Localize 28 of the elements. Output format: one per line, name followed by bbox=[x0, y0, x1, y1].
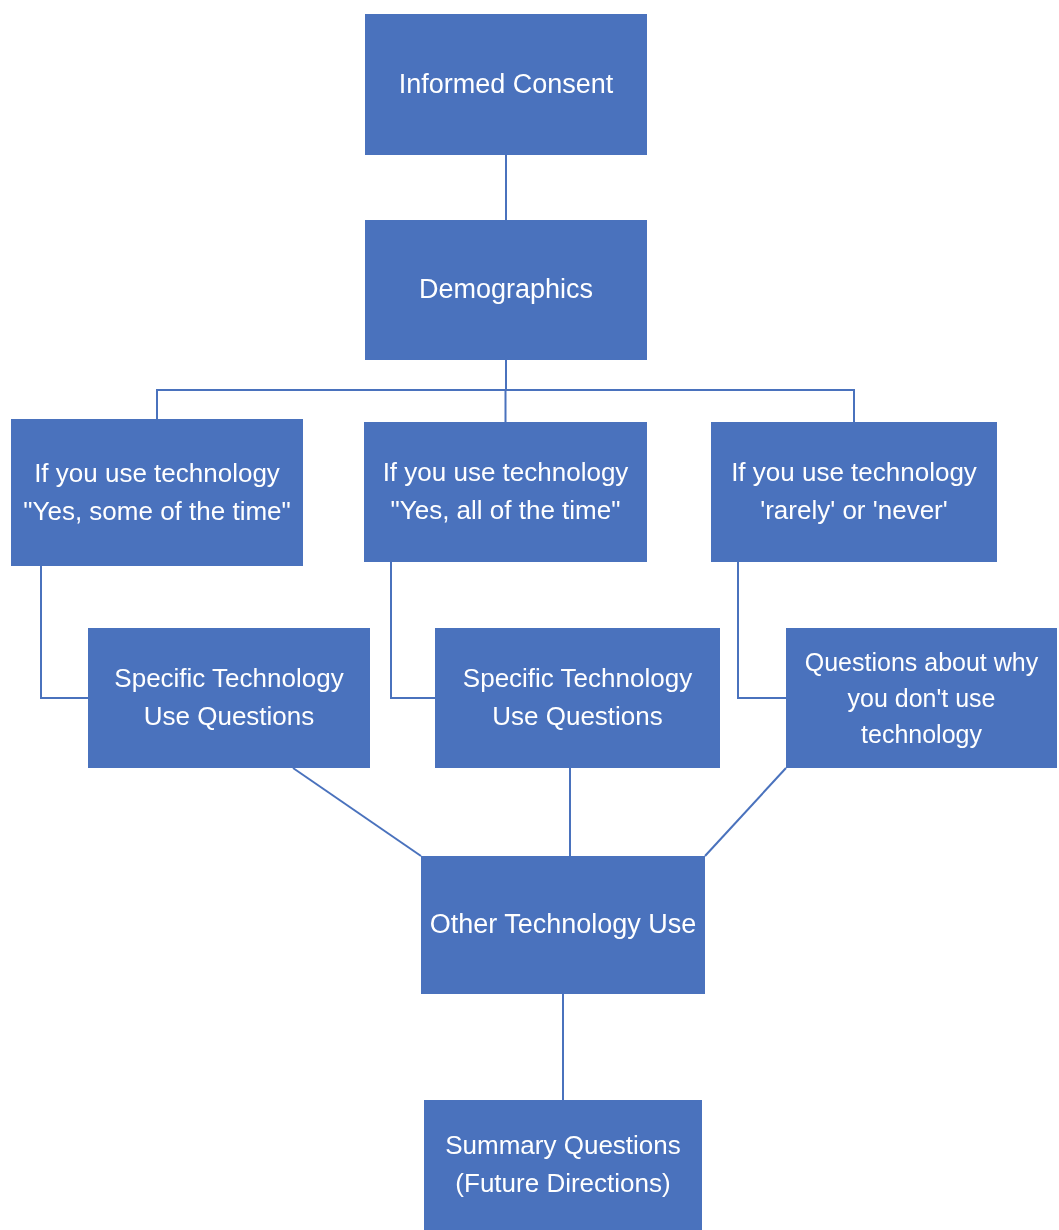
box-label: Specific Technology Use Questions bbox=[113, 662, 345, 733]
connector-line bbox=[737, 561, 787, 699]
box-label: Other Technology Use bbox=[429, 908, 697, 942]
box-label: Informed Consent bbox=[398, 67, 614, 101]
connector-line bbox=[292, 767, 422, 857]
process-box bbox=[365, 14, 647, 155]
process-box bbox=[424, 1100, 702, 1230]
connector-line bbox=[569, 767, 571, 857]
box-label: If you use technology "Yes, some of the time" bbox=[22, 456, 292, 528]
process-box bbox=[88, 628, 370, 768]
connector-line bbox=[40, 565, 89, 699]
process-box bbox=[364, 422, 647, 562]
box-label: If you use technology 'rarely' or 'never' bbox=[730, 456, 978, 527]
process-box bbox=[421, 856, 705, 994]
connector-line bbox=[390, 561, 436, 699]
process-box bbox=[365, 220, 647, 360]
box-label: Demographics bbox=[418, 273, 594, 307]
process-box bbox=[11, 419, 303, 566]
box-label: If you use technology "Yes, all of the time" bbox=[381, 456, 630, 527]
connector-line bbox=[562, 993, 564, 1101]
connector-line bbox=[505, 154, 507, 221]
box-label: Specific Technology Use Questions bbox=[461, 662, 694, 733]
process-box bbox=[435, 628, 720, 768]
connector-line bbox=[704, 767, 787, 857]
process-box bbox=[786, 628, 1057, 768]
box-label: Questions about why you don't use technology bbox=[803, 646, 1040, 751]
box-label: Summary Questions (Future Directions) bbox=[444, 1129, 682, 1200]
process-box bbox=[711, 422, 997, 562]
